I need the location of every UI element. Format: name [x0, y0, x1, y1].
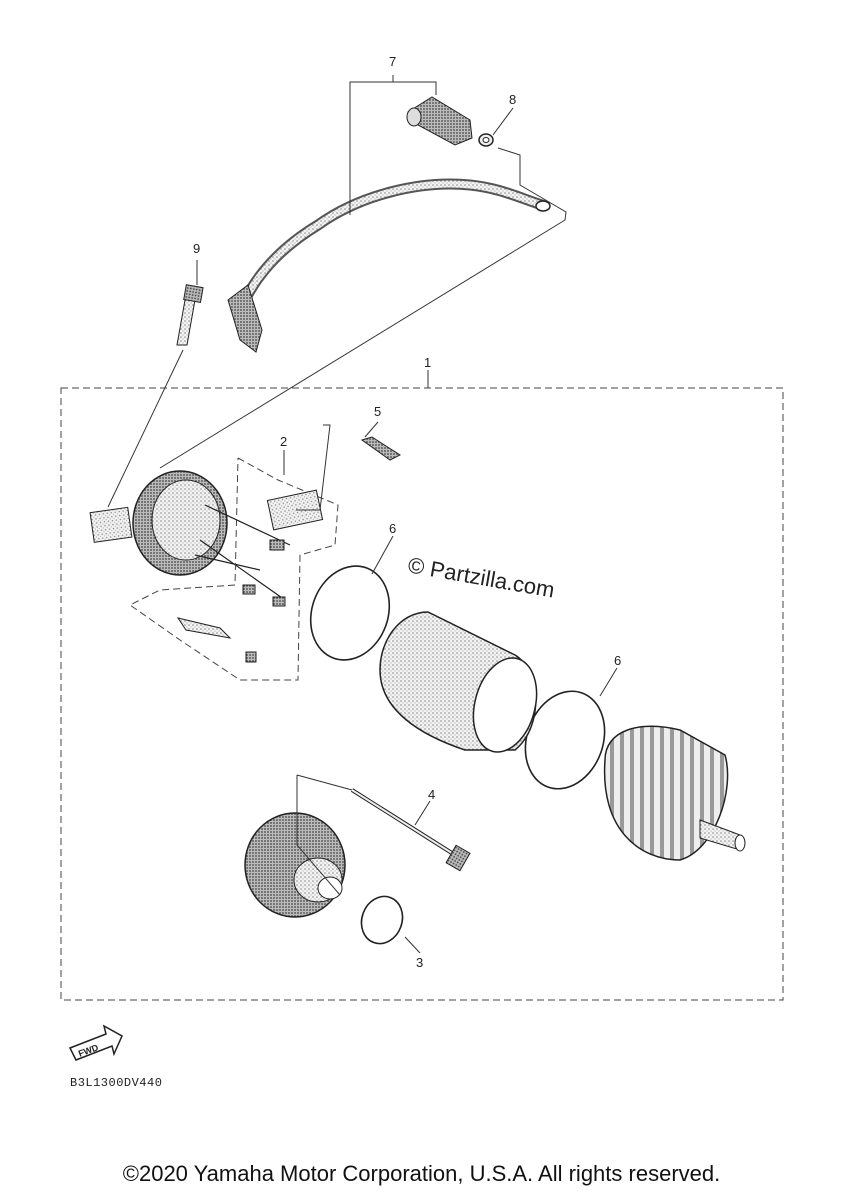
- part-6-o-ring-upper: [309, 565, 391, 661]
- yoke-housing: [379, 611, 538, 753]
- armature: [603, 725, 746, 861]
- rear-cover: [244, 812, 346, 918]
- part-4-through-bolt: [350, 788, 471, 872]
- callout-2: 2: [280, 434, 287, 449]
- diagram-code: B3L1300DV440: [70, 1076, 162, 1090]
- part-3-o-ring: [360, 895, 404, 945]
- callout-6-upper: 6: [389, 521, 396, 536]
- callout-6-lower: 6: [614, 653, 621, 668]
- callout-8: 8: [509, 92, 516, 107]
- fwd-arrow-icon: FWD: [68, 1024, 123, 1061]
- callout-1: 1: [424, 355, 431, 370]
- callout-4: 4: [428, 787, 435, 802]
- callout-5: 5: [374, 404, 381, 419]
- part-7-boot: [406, 96, 473, 146]
- part-9-bolt: [176, 284, 204, 346]
- part-5-clip: [360, 436, 402, 461]
- part-2-brush-set: [129, 457, 339, 681]
- front-cover: [89, 470, 291, 601]
- callout-3: 3: [416, 955, 423, 970]
- watermark-text: © Partzilla.com: [406, 552, 556, 602]
- part-7-starter-cable: [227, 96, 551, 353]
- callout-7: 7: [389, 54, 396, 69]
- leader-lines: [107, 75, 618, 954]
- callout-9: 9: [193, 241, 200, 256]
- assembly-boundary: [60, 387, 784, 1001]
- part-8-nut: [478, 133, 494, 147]
- copyright-notice: ©2020 Yamaha Motor Corporation, U.S.A. A…: [122, 1161, 721, 1186]
